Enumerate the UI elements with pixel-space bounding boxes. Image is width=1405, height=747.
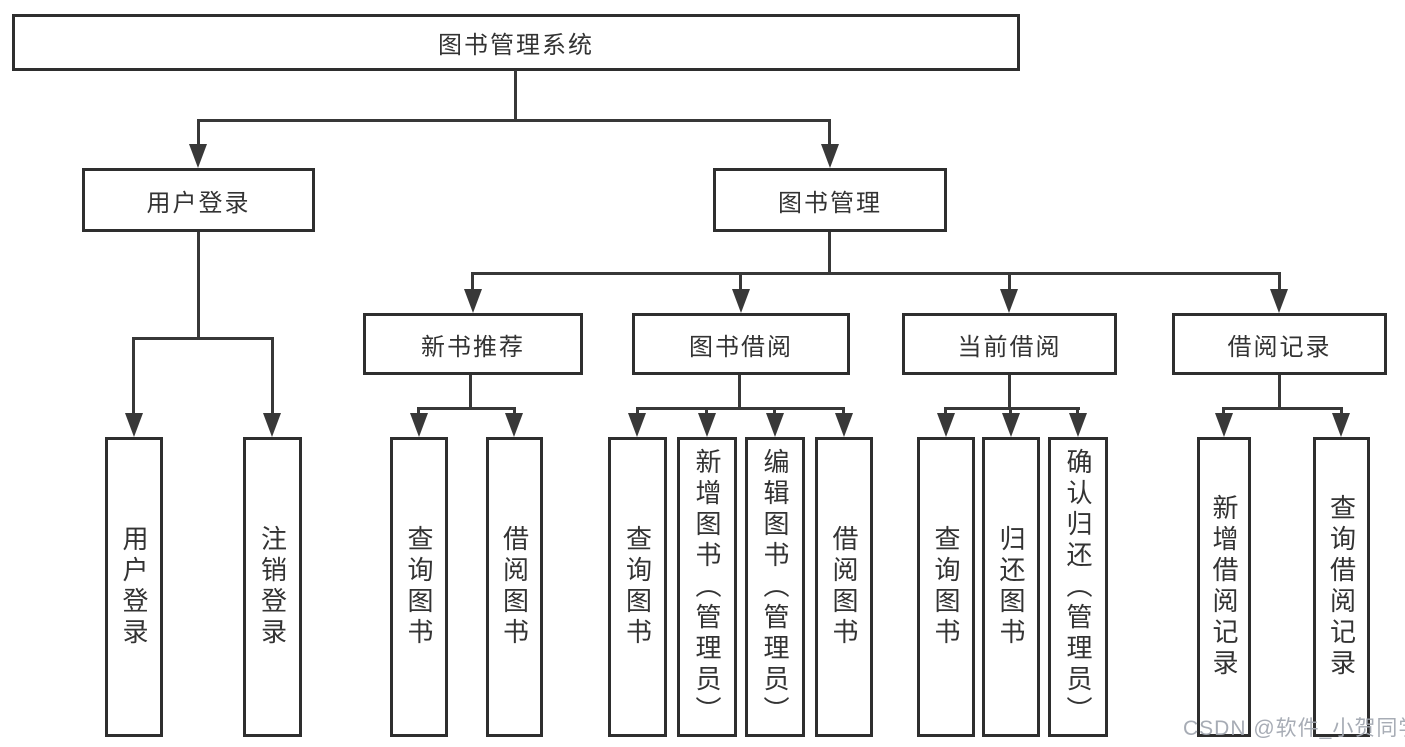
edge-to-leaf-add-record (1222, 407, 1225, 416)
edge-level2-rail (197, 119, 831, 122)
edge-root-stub (514, 70, 517, 122)
arrowhead-recommend (464, 289, 482, 313)
arrowhead-user-login (189, 144, 207, 168)
edge-login-rail (132, 337, 274, 340)
leaf-logout: 注销登录 (243, 437, 302, 737)
arrowhead-leaf-borrow-book (835, 413, 853, 437)
edge-records-rail (1222, 407, 1343, 410)
edge-to-leaf-edit-book (773, 407, 776, 416)
arrowhead-leaf-borrow-rec (505, 413, 523, 437)
edge-to-leaf-query-bor (636, 407, 639, 416)
arrowhead-leaf-add-record (1215, 413, 1233, 437)
edge-to-leaf-return (1009, 407, 1012, 416)
edge-to-leaf-query-record (1340, 407, 1343, 416)
node-current-borrow: 当前借阅 (902, 313, 1117, 375)
leaf-borrow-books: 借阅图书 (815, 437, 873, 737)
edge-to-leaf-query-rec (417, 407, 420, 416)
node-borrow-records: 借阅记录 (1172, 313, 1387, 375)
arrowhead-leaf-user-login (125, 413, 143, 437)
arrowhead-records (1270, 289, 1288, 313)
leaf-return-books: 归还图书 (982, 437, 1040, 737)
leaf-edit-book-admin: 编辑图书（管理员） (745, 437, 805, 737)
edge-to-user-login (197, 119, 200, 146)
node-user-login: 用户登录 (82, 168, 315, 232)
arrowhead-leaf-query-cur (937, 413, 955, 437)
arrowhead-book-management (821, 144, 839, 168)
leaf-borrow-books-recommend: 借阅图书 (486, 437, 543, 737)
leaf-query-borrow-record: 查询借阅记录 (1313, 437, 1370, 737)
edge-to-leaf-query-cur (944, 407, 947, 416)
leaf-add-book-admin: 新增图书（管理员） (677, 437, 737, 737)
edge-user-login-stub (197, 232, 200, 340)
csdn-watermark: CSDN @软件_小贺同学 (1183, 717, 1405, 740)
arrowhead-current (1000, 289, 1018, 313)
edge-to-borrow (739, 272, 742, 292)
edge-to-leaf-borrow-book (842, 407, 845, 416)
arrowhead-leaf-query-record (1332, 413, 1350, 437)
edge-to-leaf-borrow-rec (513, 407, 516, 416)
arrowhead-leaf-confirm (1069, 413, 1087, 437)
leaf-query-books-borrow: 查询图书 (608, 437, 667, 737)
leaf-user-login: 用户登录 (105, 437, 163, 737)
edge-recommend-rail (417, 407, 516, 410)
edge-book-management-stub (828, 232, 831, 275)
node-book-management: 图书管理 (713, 168, 947, 232)
edge-records-stub (1278, 375, 1281, 410)
leaf-query-books-recommend: 查询图书 (390, 437, 448, 737)
edge-to-current (1008, 272, 1011, 292)
node-book-borrow: 图书借阅 (632, 313, 850, 375)
node-new-book-recommend: 新书推荐 (363, 313, 583, 375)
edge-level3-rail (471, 272, 1281, 275)
edge-to-leaf-user-login (132, 337, 135, 415)
edge-to-leaf-add-book (705, 407, 708, 416)
arrowhead-leaf-query-bor (628, 413, 646, 437)
edge-borrow-stub (738, 375, 741, 410)
edge-to-leaf-confirm (1076, 407, 1079, 416)
edge-to-records (1278, 272, 1281, 292)
leaf-query-books-current: 查询图书 (917, 437, 975, 737)
edge-current-stub (1008, 375, 1011, 410)
edge-to-leaf-logout (271, 337, 274, 415)
edge-current-rail (944, 407, 1080, 410)
leaf-confirm-return-admin: 确认归还（管理员） (1048, 437, 1108, 737)
node-root: 图书管理系统 (12, 14, 1020, 71)
arrowhead-leaf-edit-book (766, 413, 784, 437)
edge-borrow-rail (636, 407, 844, 410)
edge-recommend-stub (469, 375, 472, 410)
arrowhead-leaf-add-book (698, 413, 716, 437)
arrowhead-borrow (732, 289, 750, 313)
arrowhead-leaf-logout (263, 413, 281, 437)
arrowhead-leaf-return (1002, 413, 1020, 437)
leaf-add-borrow-record: 新增借阅记录 (1197, 437, 1251, 737)
edge-to-recommend (471, 272, 474, 292)
edge-to-book-management (828, 119, 831, 146)
arrowhead-leaf-query-rec (410, 413, 428, 437)
